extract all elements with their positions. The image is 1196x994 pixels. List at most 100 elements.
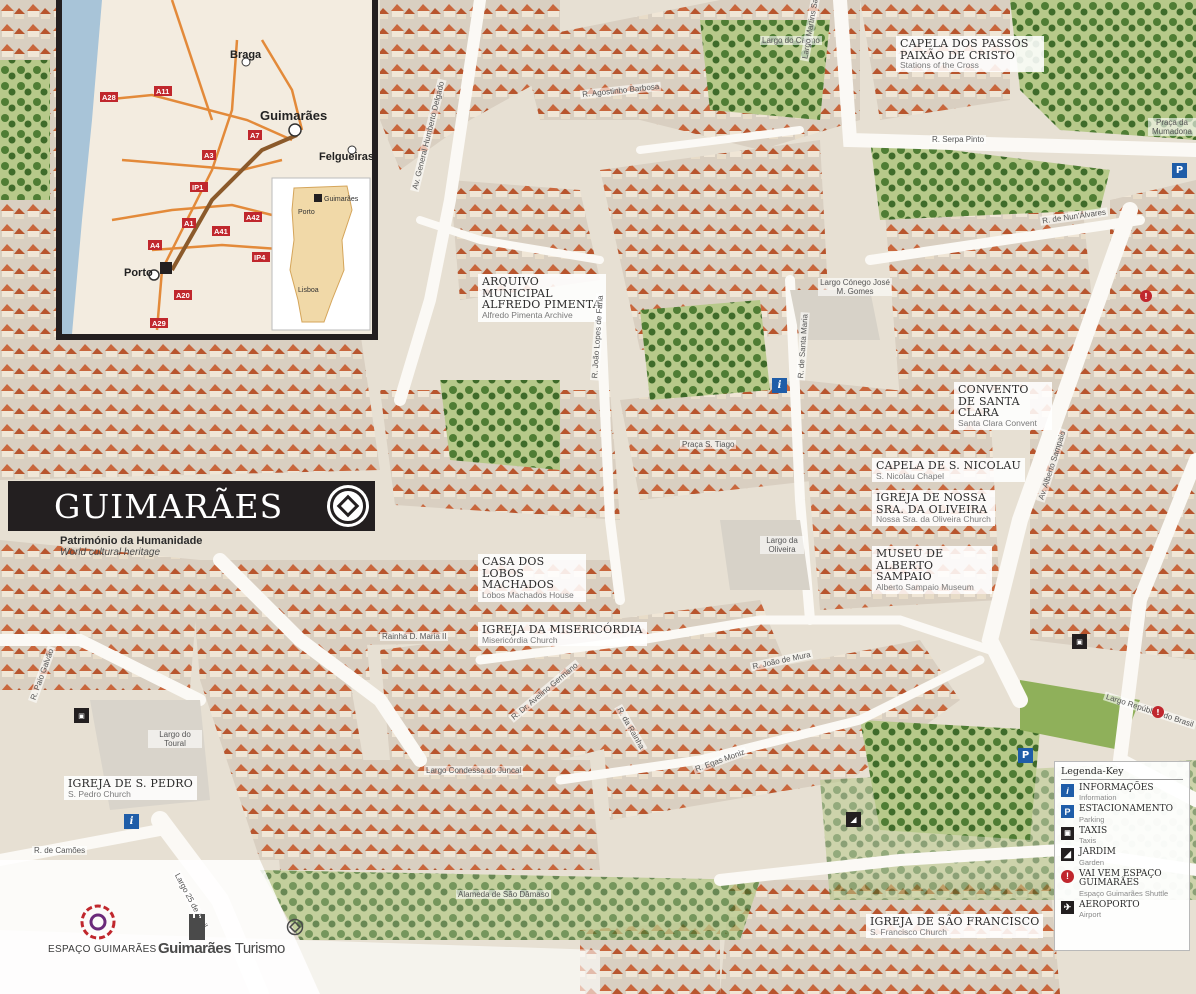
parking-icon[interactable]: P bbox=[1172, 163, 1187, 178]
guimaraes-turismo-text: Guimarães Turismo bbox=[158, 940, 285, 957]
info-point-icon[interactable]: i bbox=[772, 378, 787, 393]
heritage-caption: Património da Humanidade World cultural … bbox=[60, 535, 202, 558]
shuttle-stop-icon[interactable]: ! bbox=[1140, 290, 1152, 302]
shuttle-stop-icon[interactable]: ! bbox=[1152, 706, 1164, 718]
landmark-en: Santa Clara Convent bbox=[958, 417, 1037, 428]
info-icon: i bbox=[1061, 784, 1074, 797]
landmark-igreja-oliveira[interactable]: Igreja de Nossa Sra. da Oliveira Nossa S… bbox=[872, 490, 995, 527]
inset-label-braga: Braga bbox=[230, 49, 262, 61]
landmark-pt: Arquivo Municipal Alfredo Pimenta bbox=[482, 275, 601, 312]
landmark-en: Alfredo Pimenta Archive bbox=[482, 309, 573, 320]
legend-sublabel: Garden bbox=[1079, 857, 1105, 867]
landmark-casa-lobos-machados[interactable]: Casa dos Lobos Machados Lobos Machados H… bbox=[478, 554, 586, 602]
espaco-guimaraes-logo-icon bbox=[80, 904, 116, 940]
landmark-convento-santa-clara[interactable]: Convento de Santa Clara Santa Clara Conv… bbox=[954, 382, 1052, 430]
world-heritage-small-icon bbox=[286, 918, 304, 936]
garden-icon[interactable]: ◢ bbox=[846, 812, 861, 827]
landmark-igreja-sao-francisco[interactable]: Igreja de São Francisco S. Francisco Chu… bbox=[866, 914, 1044, 939]
landmark-en: S. Francisco Church bbox=[870, 926, 947, 937]
landmark-arquivo-municipal[interactable]: Arquivo Municipal Alfredo Pimenta Alfred… bbox=[478, 274, 606, 322]
landmark-en: Nossa Sra. da Oliveira Church bbox=[876, 514, 991, 525]
landmark-pt: Capela dos Passos Paixão de Cristo bbox=[900, 37, 1029, 62]
landmark-capela-s-nicolau[interactable]: Capela de S. Nicolau S. Nicolau Chapel bbox=[872, 458, 1025, 483]
landmark-en: S. Nicolau Chapel bbox=[876, 470, 945, 481]
landmark-pt: Igreja da Misericórdia bbox=[482, 623, 643, 636]
portugal-label-lisboa: Lisboa bbox=[298, 287, 319, 294]
road-shield-a41: A41 bbox=[214, 227, 228, 236]
landmark-pt: Museu de Alberto Sampaio bbox=[876, 547, 944, 584]
street-label: Largo Cónego José M. Gomes bbox=[818, 278, 892, 296]
landmark-en: Stations of the Cross bbox=[900, 60, 979, 71]
map-title: GUIMARÃES bbox=[54, 486, 284, 526]
landmark-en: Misericórdia Church bbox=[482, 634, 558, 645]
road-shield-ip4: IP4 bbox=[254, 253, 266, 262]
landmark-pt: Igreja de Nossa Sra. da Oliveira bbox=[876, 491, 988, 516]
street-label: Rainha D. Maria II bbox=[380, 632, 449, 641]
street-label: Largo Condessa do Juncal bbox=[424, 766, 524, 775]
road-shield-a1: A1 bbox=[184, 219, 194, 228]
road-shield-a42: A42 bbox=[246, 213, 260, 222]
legend-sublabel: Information bbox=[1079, 793, 1117, 803]
inset-label-porto: Porto bbox=[124, 267, 153, 279]
street-label: R. de Camões bbox=[32, 846, 88, 855]
world-heritage-emblem-icon bbox=[327, 485, 369, 527]
landmark-pt: Casa dos Lobos Machados bbox=[482, 555, 555, 592]
legend-item-garden: ◢ JardimGarden bbox=[1061, 847, 1183, 867]
road-shield-a4: A4 bbox=[150, 241, 160, 250]
taxi-icon[interactable]: ▣ bbox=[74, 708, 89, 723]
street-label: Largo do Carmo bbox=[760, 36, 822, 45]
inset-label-felgueiras: Felgueiras bbox=[319, 151, 372, 163]
legend-item-taxis: ▣ TaxisTaxis bbox=[1061, 825, 1183, 846]
legend-item-information: i InformaçõesInformation bbox=[1061, 783, 1183, 803]
taxi-icon[interactable]: ▣ bbox=[1072, 634, 1087, 649]
legend-sublabel: Taxis bbox=[1079, 836, 1097, 846]
turismo-brand: Guimarães bbox=[158, 940, 232, 957]
sponsor-logos: ESPAÇO GUIMARÃES Guimarães Turismo bbox=[40, 900, 310, 970]
legend-label: Aeroporto bbox=[1079, 899, 1140, 910]
airport-icon: ✈ bbox=[1061, 900, 1074, 914]
castle-tower-icon bbox=[189, 914, 205, 940]
map-legend: Legenda-Key i InformaçõesInformation P E… bbox=[1054, 761, 1190, 951]
title-banner: GUIMARÃES bbox=[8, 481, 375, 531]
landmark-museu-alberto-sampaio[interactable]: Museu de Alberto Sampaio Alberto Sampaio… bbox=[872, 546, 992, 594]
street-label: R. Serpa Pinto bbox=[930, 135, 987, 144]
legend-label: Vai Vem Espaço Guimarães bbox=[1079, 868, 1162, 889]
turismo-word: Turismo bbox=[234, 940, 286, 957]
landmark-en: Lobos Machados House bbox=[482, 589, 574, 600]
landmark-pt: Capela de S. Nicolau bbox=[876, 459, 1021, 472]
parking-icon[interactable]: P bbox=[1018, 748, 1033, 763]
street-label: Largo da Oliveira bbox=[760, 536, 804, 554]
legend-label: Taxis bbox=[1079, 825, 1108, 836]
inset-locator-map: Porto Guimarães Lisboa Braga Guimarães F… bbox=[56, 0, 378, 340]
legend-item-parking: P EstacionamentoParking bbox=[1061, 804, 1183, 824]
inset-map-svg: Porto Guimarães Lisboa Braga Guimarães F… bbox=[62, 0, 372, 334]
road-shield-ip1: IP1 bbox=[192, 183, 203, 192]
landmark-igreja-s-pedro[interactable]: Igreja de S. Pedro S. Pedro Church bbox=[64, 776, 197, 801]
inset-label-guimaraes: Guimarães bbox=[260, 108, 327, 123]
legend-label: Informações bbox=[1079, 783, 1154, 793]
legend-item-airport: ✈ AeroportoAirport bbox=[1061, 899, 1183, 919]
landmark-igreja-misericordia[interactable]: Igreja da Misericórdia Misericórdia Chur… bbox=[478, 622, 647, 647]
legend-sublabel: Parking bbox=[1079, 814, 1105, 824]
landmark-capela-passos[interactable]: Capela dos Passos Paixão de Cristo Stati… bbox=[896, 36, 1044, 73]
legend-heading: Legenda-Key bbox=[1061, 766, 1183, 780]
landmark-en: Alberto Sampaio Museum bbox=[876, 581, 974, 592]
road-shield-a3: A3 bbox=[204, 151, 214, 160]
road-shield-a7: A7 bbox=[250, 131, 260, 140]
street-label: Largo do Toural bbox=[148, 730, 202, 748]
portugal-label-guimaraes: Guimarães bbox=[324, 196, 359, 203]
garden-icon: ◢ bbox=[1061, 848, 1074, 862]
street-label: Praça da Mumadona bbox=[1148, 118, 1196, 136]
landmark-pt: Igreja de S. Pedro bbox=[68, 777, 193, 790]
shuttle-icon: ! bbox=[1061, 869, 1074, 883]
parking-icon: P bbox=[1061, 805, 1074, 819]
road-shield-a29: A29 bbox=[152, 319, 166, 328]
heritage-pt: Património da Humanidade bbox=[60, 535, 203, 547]
legend-label: Jardim bbox=[1079, 847, 1116, 858]
road-shield-a28: A28 bbox=[102, 93, 116, 102]
portugal-label-porto: Porto bbox=[298, 209, 315, 216]
road-shield-a11: A11 bbox=[156, 87, 169, 96]
info-point-icon[interactable]: i bbox=[124, 814, 139, 829]
taxi-icon: ▣ bbox=[1061, 826, 1074, 840]
